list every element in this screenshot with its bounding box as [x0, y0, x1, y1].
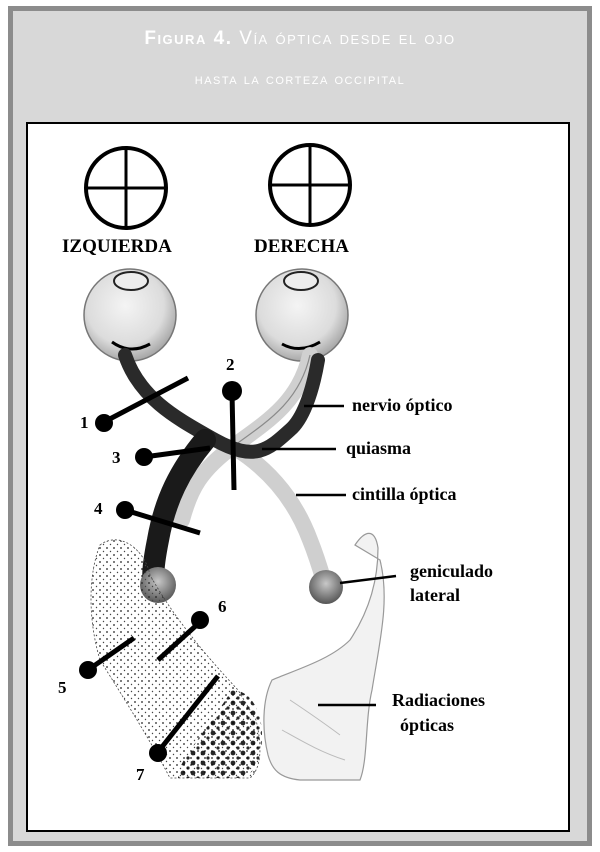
left-eye — [84, 269, 176, 361]
lesion-number-7: 7 — [136, 765, 145, 784]
optic-tract-label: cintilla óptica — [352, 484, 457, 504]
lesion-number-4: 4 — [94, 499, 103, 518]
right-eye — [256, 269, 348, 361]
radiations-label-line1: Radiaciones — [392, 690, 485, 710]
lgn-label-line1: geniculado — [410, 561, 493, 581]
lesion-number-5: 5 — [58, 678, 67, 697]
lgn-label-line2: lateral — [410, 585, 460, 605]
lgn-leader — [340, 576, 396, 583]
lesion-number-2: 2 — [226, 355, 235, 374]
left-side-label: IZQUIERDA — [62, 236, 172, 257]
right-optic-pathway — [182, 355, 325, 585]
right-visual-field-icon — [270, 145, 350, 225]
left-visual-field-icon — [86, 148, 166, 228]
lesion-number-1: 1 — [80, 413, 89, 432]
lesion-number-6: 6 — [218, 597, 227, 616]
right-lgn — [309, 570, 343, 604]
left-optic-radiations — [91, 540, 262, 778]
chiasm-label: quiasma — [346, 438, 411, 458]
optic-nerve-label: nervio óptico — [352, 395, 453, 415]
lesion-number-3: 3 — [112, 448, 121, 467]
right-side-label: DERECHA — [254, 236, 349, 257]
radiations-label-line2: ópticas — [400, 715, 454, 735]
